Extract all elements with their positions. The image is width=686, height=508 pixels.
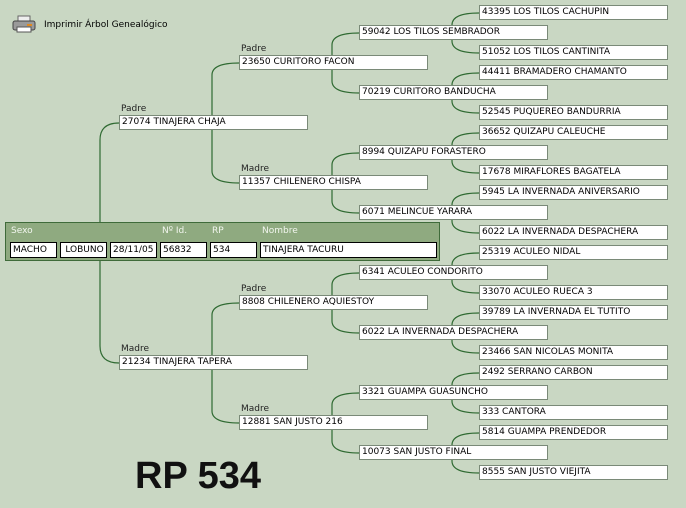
madre-label: Madre — [121, 344, 150, 354]
gen4-ancestor-box[interactable]: 333 CANTORA — [479, 405, 668, 420]
gen4-ancestor-box[interactable]: 51052 LOS TILOS CANTINITA — [479, 45, 668, 60]
connector-line — [211, 370, 240, 424]
connector-line — [451, 312, 480, 326]
connector-line — [451, 432, 480, 446]
connector-line — [211, 62, 240, 115]
pelaje-field[interactable]: LOBUNO — [60, 242, 107, 258]
madre-label: Madre — [241, 404, 270, 414]
gen4-ancestor-box[interactable]: 52545 PUQUEREO BANDURRIA — [479, 105, 668, 120]
connector-line — [331, 190, 360, 214]
connector-line — [331, 430, 360, 454]
gen1-ancestor-box[interactable]: 21234 TINAJERA TAPERA — [119, 355, 308, 370]
sexo-label: Sexo — [11, 226, 33, 236]
printer-icon — [12, 15, 36, 33]
connector-line — [331, 392, 360, 415]
gen4-ancestor-box[interactable]: 43395 LOS TILOS CACHUPIN — [479, 5, 668, 20]
connector-line — [451, 160, 480, 174]
big-rp-title: RP 534 — [135, 455, 262, 497]
connector-line — [451, 340, 480, 354]
connector-line — [99, 261, 120, 364]
gen4-ancestor-box[interactable]: 25319 ACULEO NIDAL — [479, 245, 668, 260]
gen4-ancestor-box[interactable]: 6022 LA INVERNADA DESPACHERA — [479, 225, 668, 240]
connector-line — [331, 152, 360, 175]
connector-line — [211, 130, 240, 184]
gen3-ancestor-box[interactable]: 3321 GUAMPA GUASUNCHO — [359, 385, 548, 400]
gen3-ancestor-box[interactable]: 10073 SAN JUSTO FINAL — [359, 445, 548, 460]
connector-line — [451, 192, 480, 206]
connector-line — [451, 252, 480, 266]
gen4-ancestor-box[interactable]: 2492 SERRANO CARBON — [479, 365, 668, 380]
rp-label: RP — [212, 226, 224, 236]
gen2-ancestor-box[interactable]: 23650 CURITORO FACON — [239, 55, 428, 70]
connector-line — [451, 280, 480, 294]
gen3-ancestor-box[interactable]: 70219 CURITORO BANDUCHA — [359, 85, 548, 100]
gen2-ancestor-box[interactable]: 8808 CHILENERO AQUIESTOY — [239, 295, 428, 310]
connector-line — [451, 400, 480, 414]
gen3-ancestor-box[interactable]: 8994 QUIZAPU FORASTERO — [359, 145, 548, 160]
gen4-ancestor-box[interactable]: 5945 LA INVERNADA ANIVERSARIO — [479, 185, 668, 200]
print-label: Imprimir Árbol Genealógico — [44, 20, 168, 30]
gen3-ancestor-box[interactable]: 6341 ACULEO CONDORITO — [359, 265, 548, 280]
gen2-ancestor-box[interactable]: 12881 SAN JUSTO 216 — [239, 415, 428, 430]
gen3-ancestor-box[interactable]: 59042 LOS TILOS SEMBRADOR — [359, 25, 548, 40]
gen1-ancestor-box[interactable]: 27074 TINAJERA CHAJA — [119, 115, 308, 130]
connector-line — [451, 100, 480, 114]
connector-line — [211, 302, 240, 355]
gen4-ancestor-box[interactable]: 17678 MIRAFLORES BAGATELA — [479, 165, 668, 180]
fecha-field[interactable]: 28/11/05 — [110, 242, 157, 258]
padre-label: Padre — [241, 44, 267, 54]
gen4-ancestor-box[interactable]: 44411 BRAMADERO CHAMANTO — [479, 65, 668, 80]
connector-line — [451, 72, 480, 86]
connector-line — [451, 40, 480, 54]
gen4-ancestor-box[interactable]: 39789 LA INVERNADA EL TUTITO — [479, 305, 668, 320]
gen4-ancestor-box[interactable]: 36652 QUIZAPU CALEUCHE — [479, 125, 668, 140]
sexo-field[interactable]: MACHO — [10, 242, 57, 258]
connector-line — [99, 122, 120, 222]
gen4-ancestor-box[interactable]: 23466 SAN NICOLAS MONITA — [479, 345, 668, 360]
id-field[interactable]: 56832 — [160, 242, 207, 258]
connector-line — [451, 12, 480, 26]
connector-line — [331, 32, 360, 55]
connector-line — [451, 132, 480, 146]
nombre-field[interactable]: TINAJERA TACURU — [260, 242, 437, 258]
nombre-label: Nombre — [262, 226, 298, 236]
connector-line — [331, 272, 360, 295]
connector-line — [451, 460, 480, 474]
animal-panel: Sexo Nº Id. RP Nombre MACHO LOBUNO 28/11… — [5, 222, 440, 261]
id-label: Nº Id. — [162, 226, 188, 236]
connector-line — [331, 310, 360, 334]
gen4-ancestor-box[interactable]: 33070 ACULEO RUECA 3 — [479, 285, 668, 300]
connector-line — [451, 372, 480, 386]
connector-line — [451, 220, 480, 234]
gen3-ancestor-box[interactable]: 6071 MELINCUE YARARA — [359, 205, 548, 220]
gen4-ancestor-box[interactable]: 8555 SAN JUSTO VIEJITA — [479, 465, 668, 480]
padre-label: Padre — [121, 104, 147, 114]
gen2-ancestor-box[interactable]: 11357 CHILENERO CHISPA — [239, 175, 428, 190]
connector-line — [331, 70, 360, 94]
padre-label: Padre — [241, 284, 267, 294]
print-tree-button[interactable]: Imprimir Árbol Genealógico — [12, 15, 168, 35]
madre-label: Madre — [241, 164, 270, 174]
rp-field[interactable]: 534 — [210, 242, 257, 258]
gen4-ancestor-box[interactable]: 5814 GUAMPA PRENDEDOR — [479, 425, 668, 440]
gen3-ancestor-box[interactable]: 6022 LA INVERNADA DESPACHERA — [359, 325, 548, 340]
